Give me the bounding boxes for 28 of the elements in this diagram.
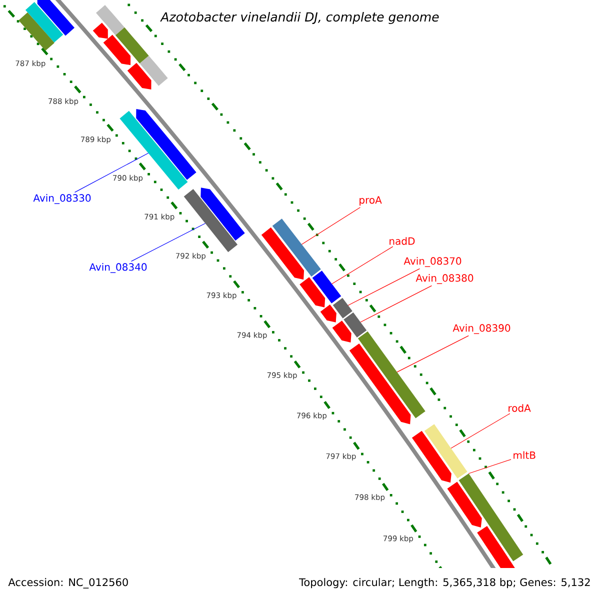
gene-label: proA [360,196,382,206]
gene-block [349,344,411,424]
gene-bar [358,331,426,418]
accession-text: Accession: NC_012560 [8,578,128,588]
genome-info-text: Topology: circular; Length: 5,365,318 bp; Genes: 5,132 [299,578,590,588]
leader-line [301,207,360,245]
gene-label: Avin_08340 [89,263,147,273]
gene-bar [332,298,352,318]
leader-line [348,268,420,306]
gene-label: rodA [508,404,531,412]
gene-label: Avin_08390 [452,324,510,334]
title: Azotobacter vinelandii DJ, complete genome [160,12,439,24]
gene-bar [458,474,524,562]
leader-line [360,285,432,322]
gene-label: nadD [390,237,415,245]
leader-line [450,413,510,449]
gene-bar [184,188,238,252]
gene-bar [272,218,321,277]
gene-bar [344,312,367,338]
gene-bar [312,270,342,304]
leader-line [396,335,469,372]
leader-line [332,246,394,284]
gene-label: Avin_08380 [416,274,474,284]
gene-bar [424,424,468,479]
gene-label: mltB [514,451,536,459]
gene-label: Avin_08370 [404,257,462,267]
leader-line [74,152,149,193]
gene-label: Avin_08330 [33,194,91,204]
